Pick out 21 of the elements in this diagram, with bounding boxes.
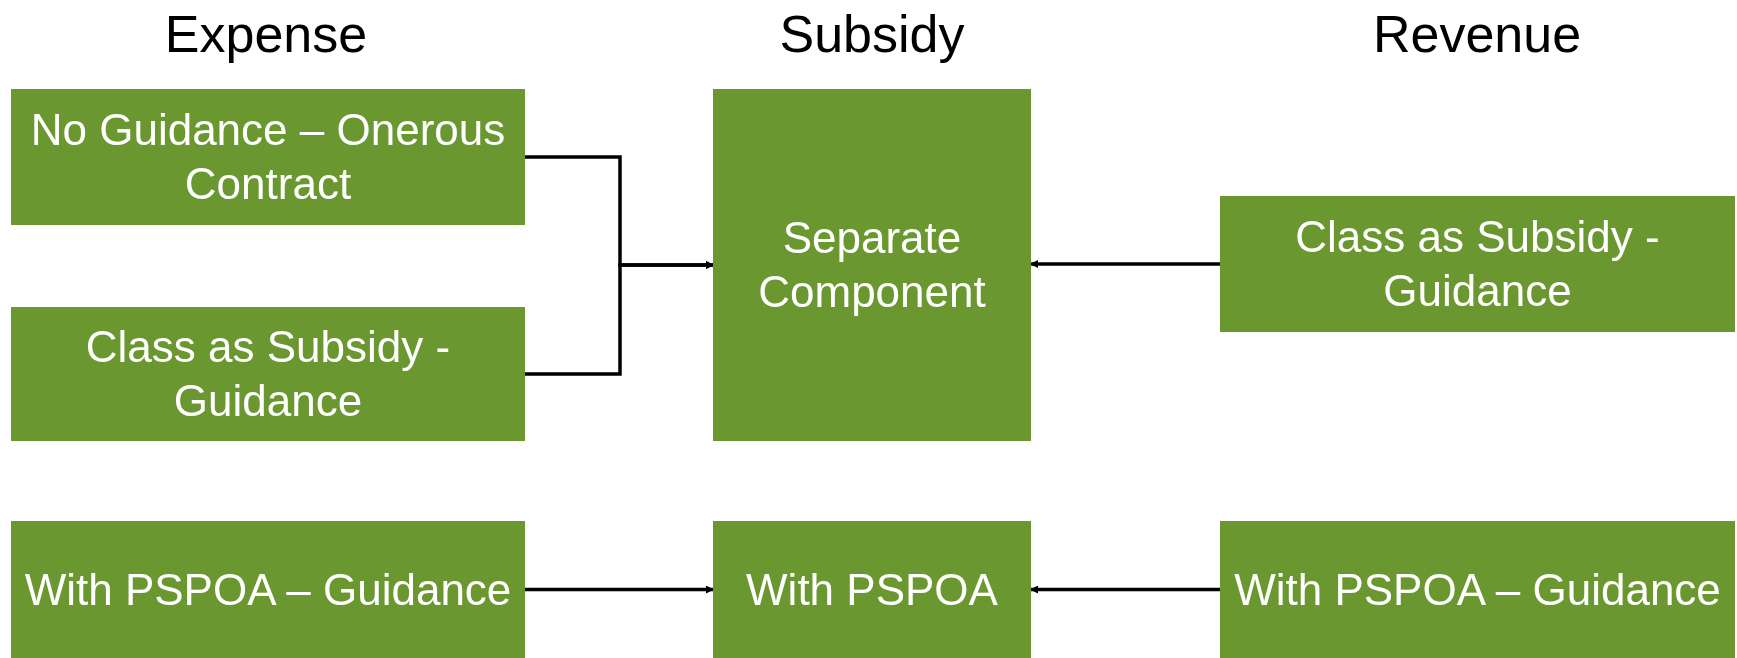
process-box xyxy=(11,89,525,225)
process-box xyxy=(11,307,525,441)
box-label: With PSPOA – Guidance xyxy=(1234,563,1721,616)
process-box xyxy=(713,89,1031,441)
box-label: With PSPOA – Guidance xyxy=(24,563,512,616)
process-box xyxy=(713,521,1031,658)
arrow xyxy=(525,585,714,594)
box-label: No Guidance – Onerous Contract xyxy=(29,104,507,210)
column-heading: Subsidy xyxy=(779,4,965,64)
process-box xyxy=(11,521,525,658)
arrow xyxy=(525,261,714,376)
column-heading: Expense xyxy=(164,4,368,64)
process-box xyxy=(1220,521,1735,658)
box-label: Separate Component xyxy=(757,212,987,318)
process-box xyxy=(1220,196,1735,332)
box-label: Class as Subsidy - Guidance xyxy=(84,321,452,427)
box-label: With PSPOA xyxy=(746,563,998,616)
arrow xyxy=(1030,585,1220,594)
arrow xyxy=(1030,260,1220,268)
column-heading: Revenue xyxy=(1372,4,1582,64)
box-label: Class as Subsidy - Guidance xyxy=(1294,211,1661,317)
